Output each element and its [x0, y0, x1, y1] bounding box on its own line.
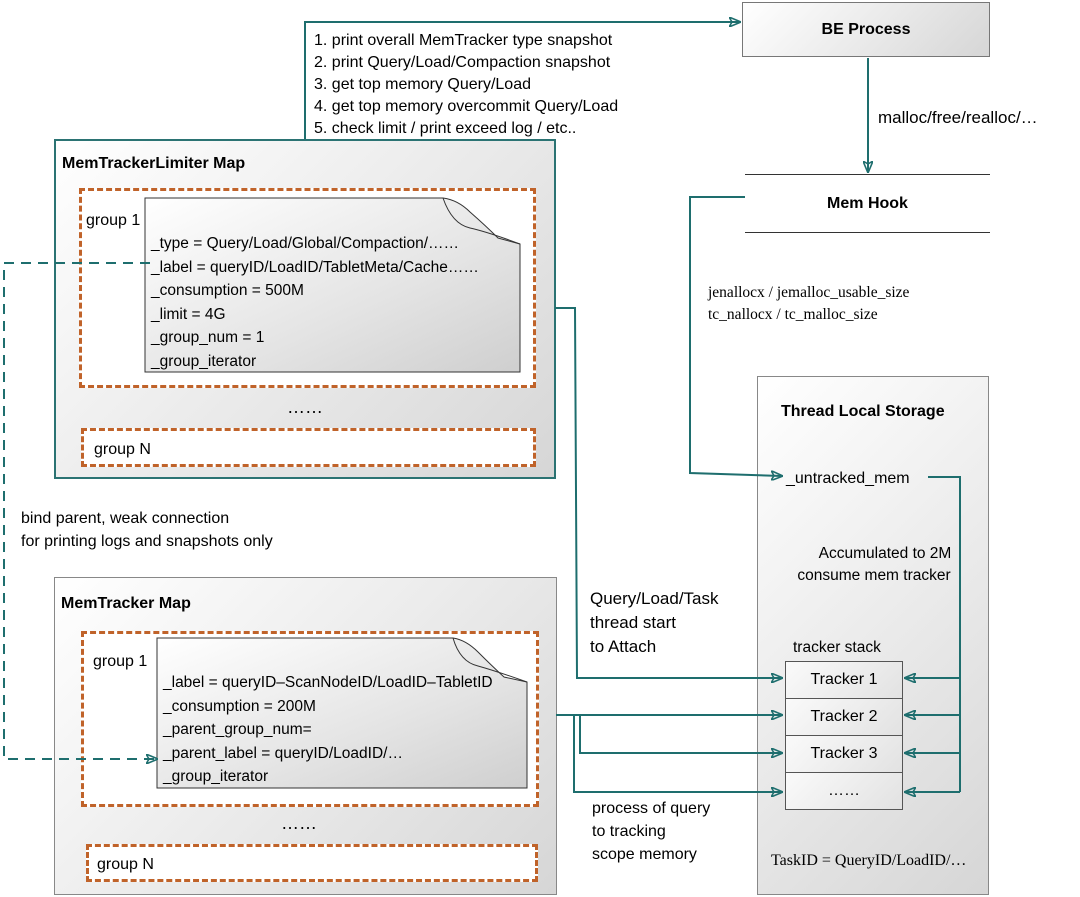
limiter-field: _limit = 4G [151, 305, 226, 323]
tracker-stack: Tracker 1 Tracker 2 Tracker 3 …… [785, 661, 903, 812]
tracker-field: _group_iterator [163, 768, 269, 785]
malloc-label: malloc/free/realloc/… [878, 108, 1038, 127]
process-label: process of query to tracking scope memor… [592, 797, 710, 866]
tracker-stack-label: tracker stack [793, 639, 881, 656]
limiter-field: _label = queryID/LoadID/TabletMeta/Cache… [151, 258, 479, 276]
tracker-cell: …… [785, 773, 903, 810]
limiter-group-1-label: group 1 [86, 212, 141, 229]
limiter-note-fold [442, 197, 521, 245]
be-process-label: BE Process [821, 20, 911, 38]
limiter-field: _type = Query/Load/Global/Compaction/…… [151, 235, 460, 252]
mem-hook-box: Mem Hook [745, 174, 990, 233]
accumulated-line: consume mem tracker [797, 567, 951, 584]
tracker-group-n-label: group N [97, 856, 154, 873]
tracker-note-card [156, 637, 528, 789]
tracker-field: _parent_label = queryID/LoadID/… [163, 744, 403, 762]
task-id-label: TaskID = QueryID/LoadID/… [771, 852, 967, 869]
limiter-ellipsis: …… [287, 397, 323, 417]
limiter-note-card [144, 197, 521, 373]
process-line: to tracking [592, 823, 666, 840]
tracker-group-n: group N [86, 844, 538, 882]
tracker-cell: Tracker 2 [785, 699, 903, 736]
tracker-field: _parent_group_num= [163, 721, 312, 738]
accumulated-line: Accumulated to 2M [818, 545, 952, 562]
limiter-field: _consumption = 500M [151, 282, 304, 299]
be-process-box: BE Process [742, 2, 990, 57]
limiter-note-fields: _type = Query/Load/Global/Compaction/…… … [151, 232, 479, 373]
mem-hook-label: Mem Hook [827, 194, 908, 212]
limiter-map-title: MemTrackerLimiter Map [62, 155, 246, 172]
limiter-field: _group_iterator [151, 352, 257, 370]
process-line: scope memory [592, 846, 697, 863]
tracker-field: _consumption = 200M [163, 697, 316, 715]
untracked-mem-label: _untracked_mem [786, 470, 910, 487]
tracker-cell: Tracker 1 [785, 662, 903, 699]
tracker-note-fold [452, 637, 528, 683]
accumulated-note: Accumulated to 2M consume mem tracker [774, 543, 974, 587]
tracker-cell: Tracker 3 [785, 736, 903, 773]
process-line: process of query [592, 800, 711, 817]
tracker-ellipsis: …… [281, 813, 317, 833]
tracker-note-fields: _label = queryID–ScanNodeID/LoadID–Table… [163, 671, 493, 789]
tls-title: Thread Local Storage [781, 403, 945, 420]
tracker-field: _label = queryID–ScanNodeID/LoadID–Table… [163, 674, 493, 691]
limiter-field: _group_num = 1 [151, 329, 265, 346]
